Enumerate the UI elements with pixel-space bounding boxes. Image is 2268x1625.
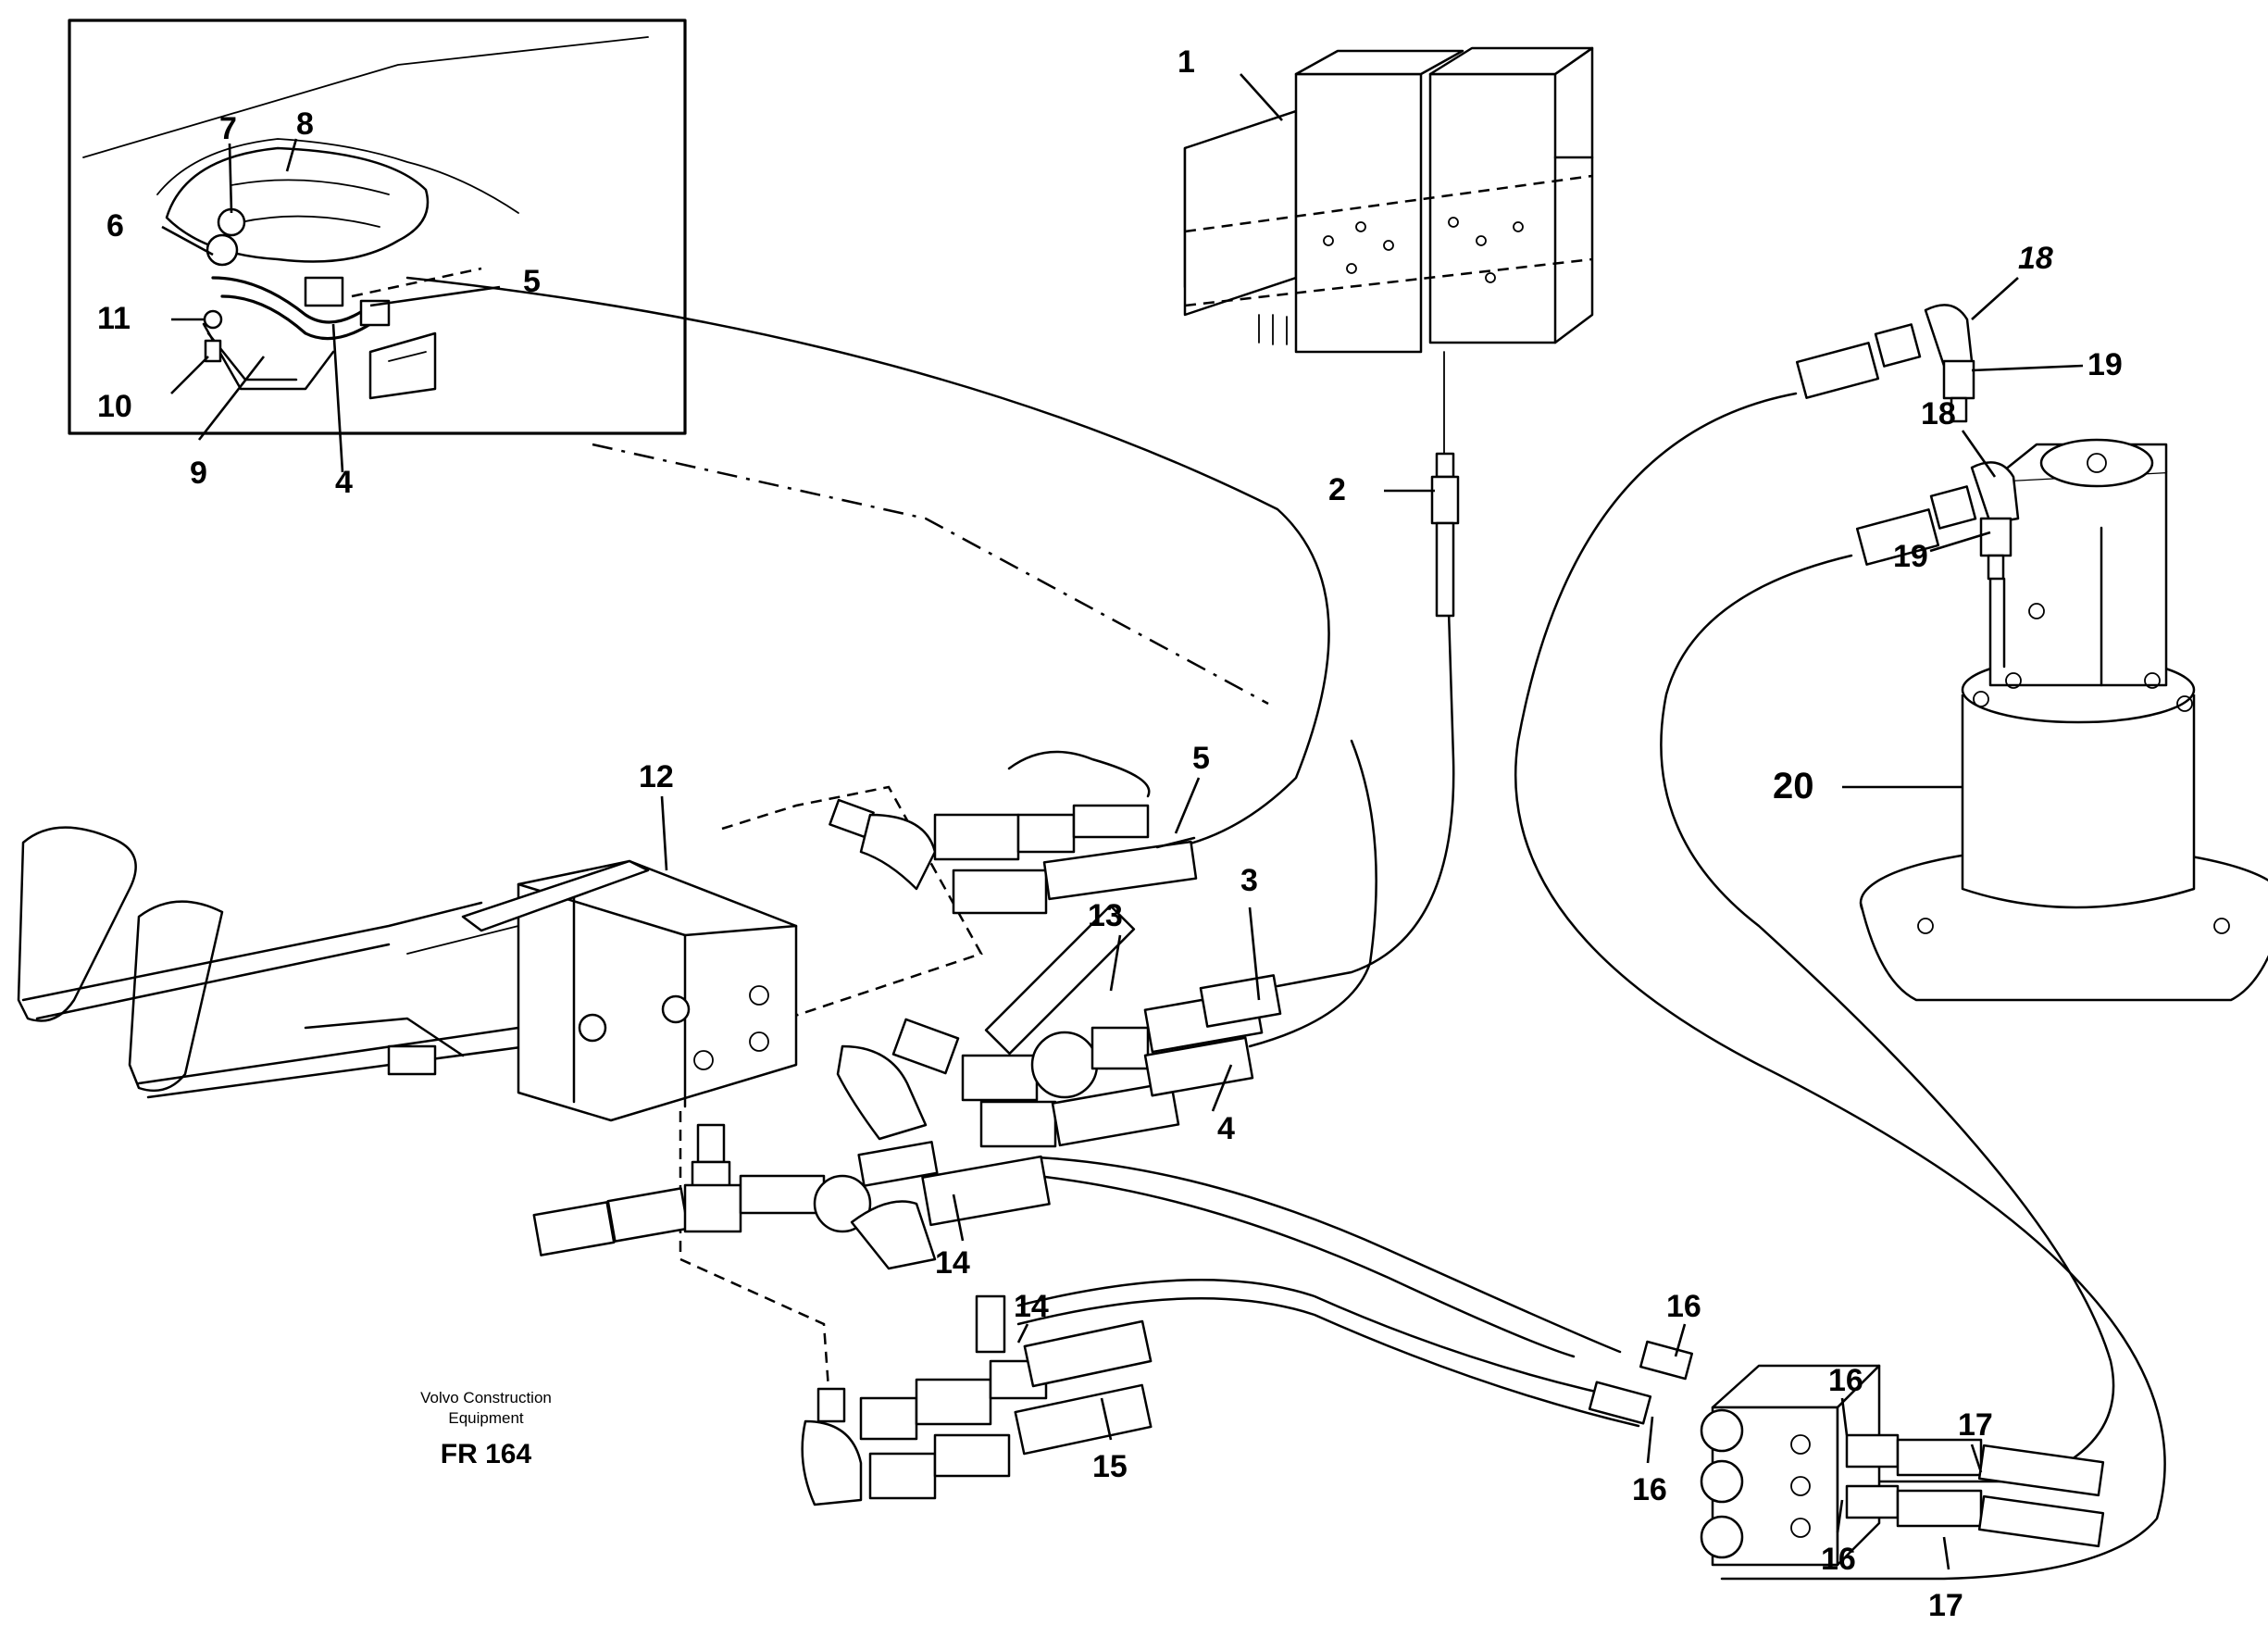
leader-lines [161,73,2084,1570]
fittings-14-upper [532,1123,1051,1270]
label-5-main: 5 [1192,741,1210,776]
label-11: 11 [97,301,131,336]
label-12: 12 [639,759,674,794]
tank-outline [165,146,430,263]
label-16-c: 16 [1632,1472,1667,1507]
label-17-b: 17 [1928,1588,1963,1623]
fittings-14-15-lower [801,1294,1153,1506]
swivel-joint-20 [1859,438,2268,1002]
label-19-b: 19 [1893,539,1928,574]
fitting-2 [1430,452,1460,618]
label-16-d: 16 [1821,1542,1856,1577]
fittings-18-19 [1795,304,2020,669]
caption-block: Volvo Construction Equipment FR 164 [420,1389,552,1469]
label-2: 2 [1328,472,1346,507]
fittings-5 [829,750,1198,915]
label-3: 3 [1240,863,1258,898]
label-13: 13 [1088,898,1123,933]
label-9: 9 [190,456,207,491]
label-15: 15 [1092,1449,1128,1484]
label-4-inset: 4 [335,465,353,500]
fittings-3-4-13 [836,904,1282,1148]
label-17-a: 17 [1958,1407,1993,1443]
caption-company-line2: Equipment [448,1409,524,1427]
pedal-valve-12 [17,826,798,1122]
part-labels: 1 2 3 4 4 5 5 6 7 8 9 10 11 12 13 14 14 … [97,44,2123,1623]
label-1: 1 [1178,44,1195,80]
label-5-inset: 5 [523,264,541,299]
label-10: 10 [97,389,132,424]
label-7: 7 [219,111,237,146]
label-8: 8 [296,106,314,142]
label-14-upper: 14 [935,1245,970,1281]
label-16-a: 16 [1666,1289,1701,1324]
label-19-a: 19 [2087,347,2123,382]
label-20: 20 [1773,766,1814,806]
valve-block-1 [1183,46,1594,354]
label-18-b: 18 [1921,396,1956,431]
label-4-main: 4 [1217,1111,1235,1146]
label-18-a: 18 [2018,241,2053,276]
caption-code: FR 164 [441,1439,532,1469]
label-16-b: 16 [1828,1363,1863,1398]
inset-detail [68,19,687,435]
label-6: 6 [106,208,124,244]
distributor-block-16 [1588,1340,2105,1567]
caption-company-line1: Volvo Construction [420,1389,552,1406]
label-14-lower: 14 [1014,1289,1049,1324]
connecting-lines [405,276,2166,1581]
